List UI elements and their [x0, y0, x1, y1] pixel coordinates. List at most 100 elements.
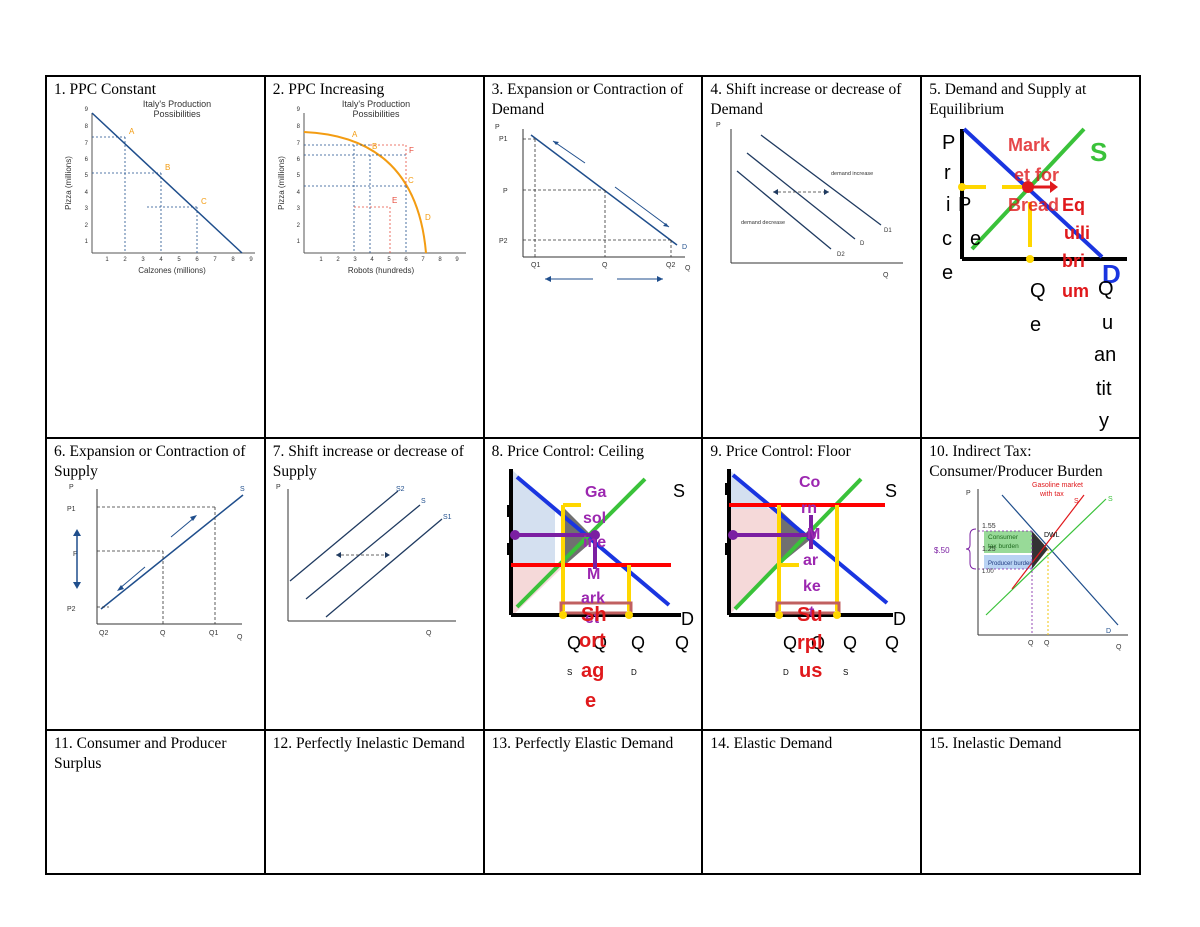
- burden-label: Consumer: [988, 534, 1019, 541]
- supply-curve-s: [305, 504, 421, 600]
- equilibrium-chart: P r i c e P e S D Q e Q u an tit y: [942, 127, 1128, 432]
- y-tick: 7: [85, 141, 89, 147]
- y-tick: 5: [85, 173, 89, 179]
- dwl-label: DWL: [1044, 532, 1060, 539]
- quantity-label: Q: [567, 633, 581, 653]
- cell-title: 9. Price Control: Floor: [710, 443, 851, 460]
- concept-grid: 1. PPC Constant Italy's Production Possi…: [45, 75, 1141, 875]
- y-tick: 9: [296, 107, 300, 113]
- arrow-head: [1050, 181, 1059, 193]
- cell-11: 11. Consumer and Producer Surplus: [45, 729, 266, 875]
- x-tick: 5: [177, 257, 181, 263]
- y-tick: 5: [296, 173, 300, 179]
- cell-12: 12. Perfectly Inelastic Demand: [263, 729, 485, 875]
- quantity-label: Q2: [666, 262, 675, 269]
- axis-label: P: [716, 122, 721, 129]
- quantity-label: Q: [602, 262, 608, 269]
- demand-expansion-chart: P P1 P P2 D Q1 Q: [495, 124, 691, 282]
- arrow: [552, 140, 585, 164]
- demand-shift-chart: P Q demand increase demand decrease D1 D…: [716, 122, 904, 279]
- equilibrium-dot: [806, 530, 817, 540]
- arrow-head: [73, 529, 81, 536]
- quantity-label: Q2: [99, 630, 108, 637]
- cell-3: 3. Expansion or Contraction of Demand P …: [482, 75, 704, 439]
- demand-curve-d1: [761, 134, 882, 226]
- cell-5: 5. Demand and Supply at Equilibrium P r …: [920, 75, 1141, 439]
- chart-subtitle: Possibilities: [153, 109, 201, 119]
- market-label: ark: [581, 590, 605, 607]
- curve-label: S: [421, 498, 426, 505]
- supply-line: [100, 494, 244, 610]
- chart-subtitle: Possibilities: [352, 109, 400, 119]
- market-label: et: [585, 610, 600, 627]
- y-tick: 8: [85, 124, 89, 130]
- y-axis-label: Pizza (millions): [64, 156, 73, 210]
- x-tick: 8: [231, 257, 235, 263]
- shift-label: demand increase: [831, 171, 873, 177]
- cell-title: 6. Expansion or Contraction of Supply: [54, 443, 246, 480]
- market-label: t: [809, 604, 815, 621]
- cell-1: 1. PPC Constant Italy's Production Possi…: [45, 75, 266, 439]
- producer-surplus-area: [729, 509, 780, 615]
- cell-4: 4. Shift increase or decrease of Demand …: [701, 75, 923, 439]
- x-tick: 7: [213, 257, 217, 263]
- qe-label: e: [1030, 314, 1041, 336]
- point-label: C: [201, 197, 207, 206]
- deadweight-loss: [1032, 531, 1049, 569]
- y-tick: 4: [296, 190, 300, 196]
- supply-label: S: [885, 481, 897, 501]
- ppc-curve: [303, 131, 427, 254]
- tax-bracket: [966, 528, 977, 570]
- axis-label: P: [942, 132, 955, 154]
- y-tick: 3: [296, 206, 300, 212]
- market-label: ine: [583, 534, 606, 551]
- x-tick: 9: [249, 257, 253, 263]
- axis-label: P: [276, 484, 281, 491]
- market-label: sol: [583, 510, 606, 527]
- supply-curve-s2: [289, 490, 399, 582]
- point-label: E: [392, 196, 397, 205]
- x-tick: 6: [195, 257, 199, 263]
- tax-label: $.50: [934, 546, 950, 555]
- price-dot: [728, 530, 739, 540]
- market-label: Ga: [585, 484, 606, 501]
- price-dot: [509, 530, 520, 540]
- quantity-subscript: D: [631, 668, 637, 677]
- cell-title: 7. Shift increase or decrease of Supply: [272, 443, 464, 480]
- cell-title: 15. Inelastic Demand: [929, 735, 1062, 752]
- y-tick: 9: [85, 107, 89, 113]
- cell-title: 12. Perfectly Inelastic Demand: [272, 735, 465, 752]
- price-label: 1.55: [982, 523, 996, 530]
- quantity-dot: [558, 611, 567, 619]
- axis-label: P: [69, 484, 74, 491]
- quantity-subscript: S: [567, 668, 572, 677]
- market-label: Co: [799, 474, 821, 491]
- curve-label: D: [860, 241, 865, 247]
- cell-title: 5. Demand and Supply at Equilibrium: [929, 81, 1087, 118]
- point-label: A: [129, 127, 135, 136]
- x-tick: 3: [141, 257, 145, 263]
- point-label: D: [425, 213, 431, 222]
- equilibrium-label: Eq: [1062, 195, 1085, 215]
- axis-label: r: [944, 162, 951, 184]
- axis-label: e: [942, 262, 953, 284]
- curve-label: D1: [884, 228, 892, 234]
- y-tick: 1: [296, 239, 300, 245]
- cell-title: 14. Elastic Demand: [710, 735, 833, 752]
- producer-surplus-area: [510, 565, 565, 617]
- arrow-head: [335, 552, 341, 558]
- price-label: P1: [67, 506, 76, 513]
- quantity-dot: [833, 611, 842, 619]
- y-axis-label: Pizza (millions): [277, 156, 286, 210]
- quantity-label: Q: [843, 633, 857, 653]
- y-tick: 6: [296, 157, 300, 163]
- axis-label: Q: [237, 634, 243, 641]
- supply-label: S: [1090, 137, 1107, 167]
- arrow-head: [656, 276, 663, 282]
- arrow: [614, 186, 669, 228]
- x-tick: 1: [105, 257, 109, 263]
- surplus-label: rpl: [797, 632, 823, 654]
- axis-label: Q: [685, 265, 691, 272]
- quantity-label: Q: [1044, 640, 1050, 647]
- supply-expansion-chart: P P1 P P2 S Q2: [67, 484, 245, 641]
